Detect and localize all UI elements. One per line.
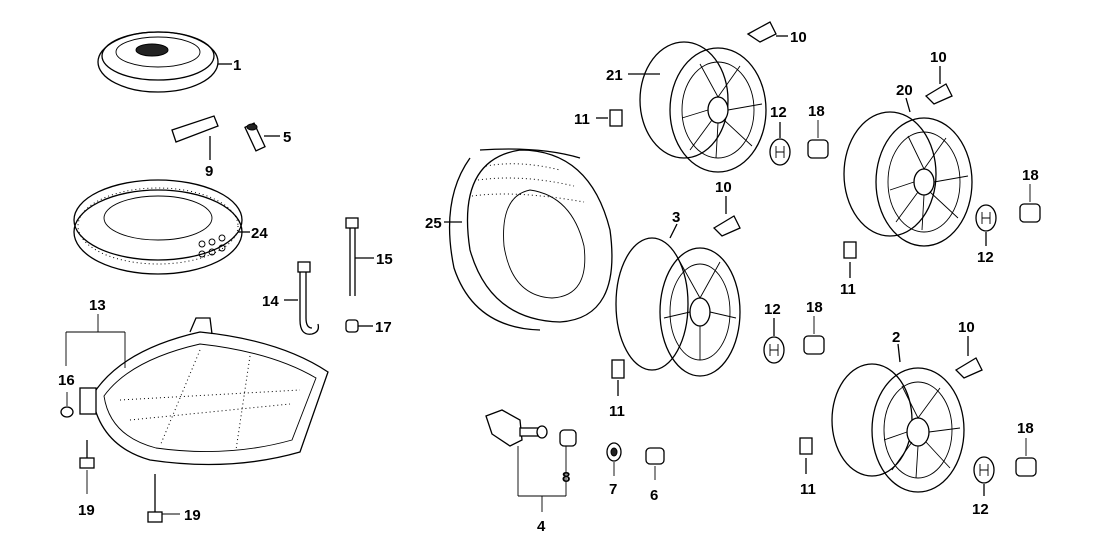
callout-15: 15 — [376, 251, 393, 268]
part-spare-tray — [65, 314, 329, 466]
part-valve-nut — [645, 447, 665, 480]
callout-7: 7 — [609, 481, 617, 498]
callout-4: 4 — [537, 518, 546, 535]
callout-12d: 12 — [972, 501, 989, 518]
callout-9: 9 — [205, 163, 213, 180]
part-weight-10a — [746, 21, 788, 43]
part-center-cap-12b — [975, 204, 997, 246]
part-spare-tire — [73, 179, 250, 275]
part-alloy-wheel-2 — [831, 343, 965, 493]
callout-21: 21 — [606, 67, 623, 84]
callout-12b: 12 — [977, 249, 994, 266]
callout-16: 16 — [58, 372, 75, 389]
part-washer — [606, 442, 622, 476]
callout-18d: 18 — [1017, 420, 1034, 437]
part-clip-11a — [596, 109, 623, 127]
callout-10d: 10 — [958, 319, 975, 336]
part-nut — [345, 319, 373, 333]
callout-10a: 10 — [790, 29, 807, 46]
part-clip-11b — [843, 241, 857, 278]
callout-8: 8 — [562, 469, 570, 486]
callout-1: 1 — [233, 57, 241, 74]
part-center-cap-12c — [763, 318, 785, 364]
part-clip-11c — [611, 359, 625, 396]
callout-3: 3 — [672, 209, 680, 226]
part-spare-rim — [97, 31, 232, 93]
callout-5: 5 — [283, 129, 291, 146]
callout-12c: 12 — [764, 301, 781, 318]
part-alloy-wheel-20 — [843, 97, 973, 247]
part-lug-nut-18c — [803, 316, 825, 355]
part-weight-10c — [712, 196, 741, 237]
part-weight-10b — [924, 66, 953, 105]
part-clip-11d — [799, 437, 813, 474]
callout-18a: 18 — [808, 103, 825, 120]
part-tire — [444, 148, 613, 331]
part-wheel-cover — [615, 223, 741, 377]
callout-2: 2 — [892, 329, 900, 346]
part-lug-nut-18a — [807, 120, 829, 159]
callout-11b: 11 — [840, 281, 856, 298]
callout-20: 20 — [896, 82, 913, 99]
part-bolt-a — [79, 440, 95, 494]
callout-10b: 10 — [930, 49, 947, 66]
part-long-bolt — [345, 217, 374, 296]
part-lug-nut-18d — [1015, 438, 1037, 477]
part-center-cap-12a — [769, 122, 791, 166]
callout-14: 14 — [262, 293, 279, 310]
part-bolt-b — [147, 474, 180, 523]
callout-18c: 18 — [806, 299, 823, 316]
callout-25: 25 — [425, 215, 442, 232]
callout-11a: 11 — [574, 111, 590, 128]
callout-19b: 19 — [184, 507, 201, 524]
part-lug-nut-18b — [1019, 184, 1041, 223]
callout-17: 17 — [375, 319, 392, 336]
callout-19a: 19 — [78, 502, 95, 519]
callout-24: 24 — [251, 225, 268, 242]
part-weight-10d — [954, 336, 983, 379]
part-wrench-hook — [284, 261, 320, 335]
part-clip — [60, 392, 74, 418]
callout-11d: 11 — [800, 481, 816, 498]
callout-10c: 10 — [715, 179, 732, 196]
part-alloy-wheel-21 — [628, 41, 767, 173]
callout-13: 13 — [89, 297, 106, 314]
part-center-cap-12d — [973, 456, 995, 496]
callout-11c: 11 — [609, 403, 625, 420]
part-tpms-sensor — [485, 409, 566, 512]
callout-6: 6 — [650, 487, 658, 504]
part-grommet — [559, 429, 577, 496]
part-valve-stem — [244, 122, 280, 152]
callout-12a: 12 — [770, 104, 787, 121]
part-label-sticker — [171, 115, 219, 160]
callout-18b: 18 — [1022, 167, 1039, 184]
